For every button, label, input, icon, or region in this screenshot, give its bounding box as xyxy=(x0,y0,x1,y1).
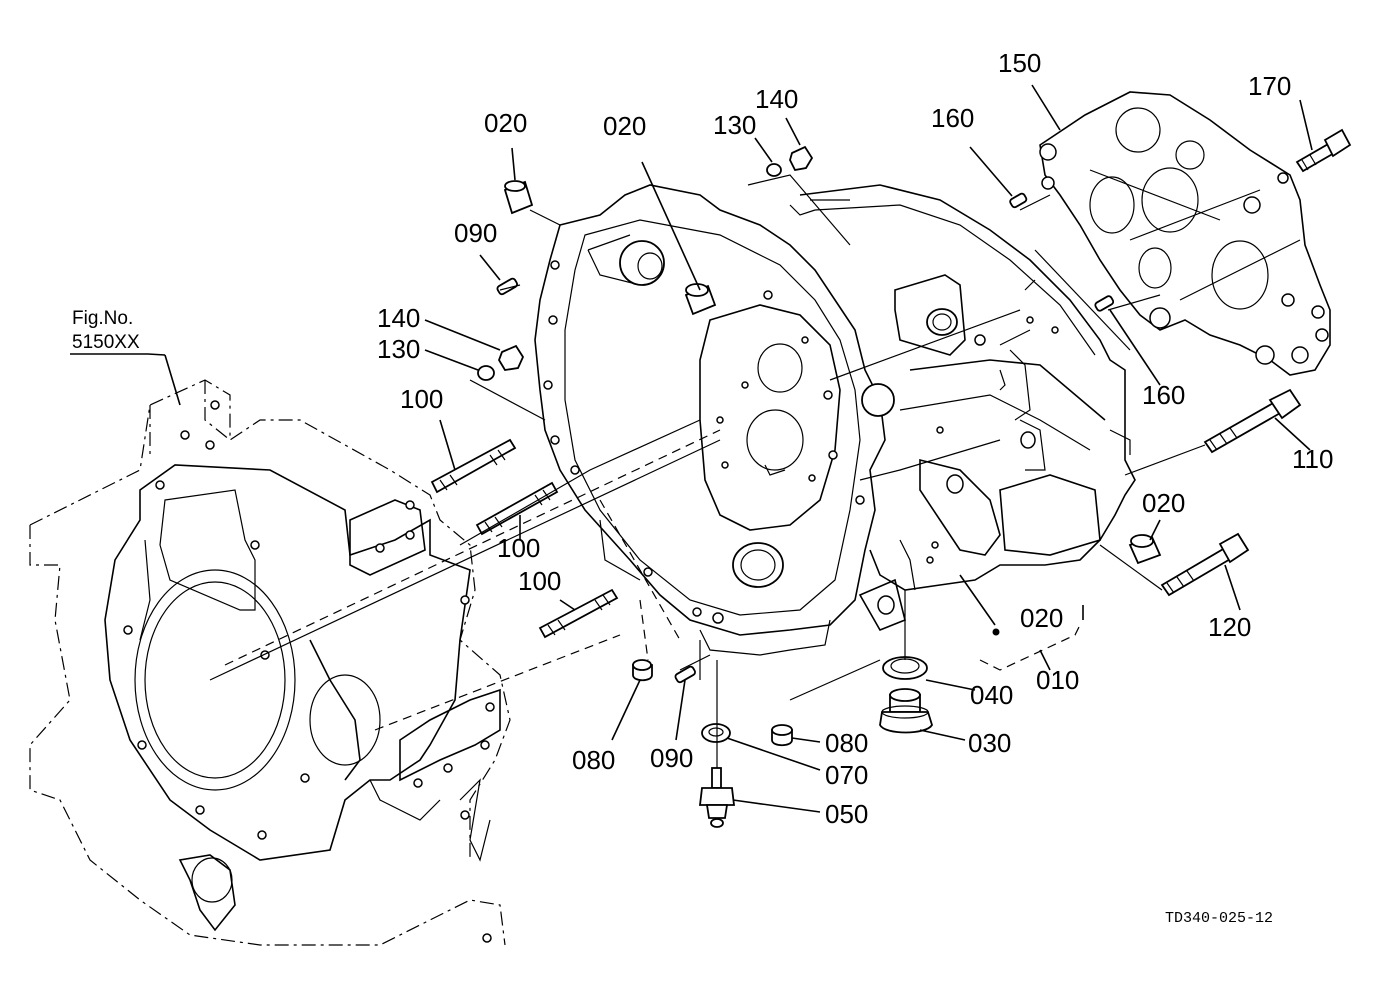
bolt-120 xyxy=(1160,532,1250,597)
callout-labels: 020 020 140 130 150 170 160 090 140 130 … xyxy=(377,48,1333,829)
callout-050: 050 xyxy=(825,799,868,829)
callout-020: 020 xyxy=(484,108,527,138)
pin-160-top xyxy=(1009,192,1028,209)
stud-100-bottom xyxy=(538,588,619,639)
callout-020: 020 xyxy=(1020,603,1063,633)
clutch-housing xyxy=(534,184,906,656)
bolt-170 xyxy=(1295,128,1352,173)
callout-100: 100 xyxy=(400,384,443,414)
drain-plug-030 xyxy=(879,688,933,734)
washer-070 xyxy=(701,723,731,743)
callout-160: 160 xyxy=(931,103,974,133)
callout-170: 170 xyxy=(1248,71,1291,101)
callout-100: 100 xyxy=(497,533,540,563)
stud-100-top xyxy=(430,438,517,494)
small-parts xyxy=(430,128,1352,828)
pin-160-right xyxy=(1094,295,1115,312)
bushing-020-right xyxy=(1128,534,1162,565)
callout-020: 020 xyxy=(1142,488,1185,518)
plug-080-right xyxy=(771,724,793,747)
callout-140: 140 xyxy=(755,84,798,114)
washer-130-top xyxy=(766,163,782,177)
figure-reference: Fig.No. 5150XX xyxy=(70,308,166,356)
switch-050 xyxy=(698,767,736,828)
callout-080: 080 xyxy=(825,728,868,758)
callout-150: 150 xyxy=(998,48,1041,78)
callout-040: 040 xyxy=(970,680,1013,710)
bolt-110 xyxy=(1203,388,1302,454)
cover-plate xyxy=(1039,91,1331,376)
transmission-case xyxy=(789,184,1136,591)
assembly-dot xyxy=(992,628,1000,636)
callout-120: 120 xyxy=(1208,612,1251,642)
callout-160: 160 xyxy=(1142,380,1185,410)
callout-020: 020 xyxy=(603,111,646,141)
bushing-020-top xyxy=(503,180,534,215)
figure-ref-label: Fig.No. xyxy=(72,308,133,329)
callout-110: 110 xyxy=(1292,444,1333,474)
callout-080: 080 xyxy=(572,745,615,775)
callout-130: 130 xyxy=(377,334,420,364)
callout-090: 090 xyxy=(650,743,693,773)
stud-100-mid xyxy=(475,481,559,536)
callout-100: 100 xyxy=(518,566,561,596)
callout-010: 010 xyxy=(1036,665,1079,695)
reference-housing xyxy=(29,379,511,946)
callout-090: 090 xyxy=(454,218,497,248)
callout-140: 140 xyxy=(377,303,420,333)
callout-070: 070 xyxy=(825,760,868,790)
gasket-040 xyxy=(882,656,928,680)
figure-ref-number: 5150XX xyxy=(72,332,140,353)
nut-140-left xyxy=(498,344,525,371)
callout-030: 030 xyxy=(968,728,1011,758)
dowel-pin-090-top xyxy=(496,277,518,296)
plug-080-left xyxy=(632,659,653,682)
drawing-code: TD340-025-12 xyxy=(1165,910,1273,927)
callout-130: 130 xyxy=(713,110,756,140)
nut-140-top xyxy=(789,145,814,172)
washer-130-left xyxy=(477,365,495,381)
bushing-020-inside xyxy=(684,283,717,316)
leader-lines xyxy=(164,84,1313,813)
dowel-pin-090-bottom xyxy=(674,665,696,684)
